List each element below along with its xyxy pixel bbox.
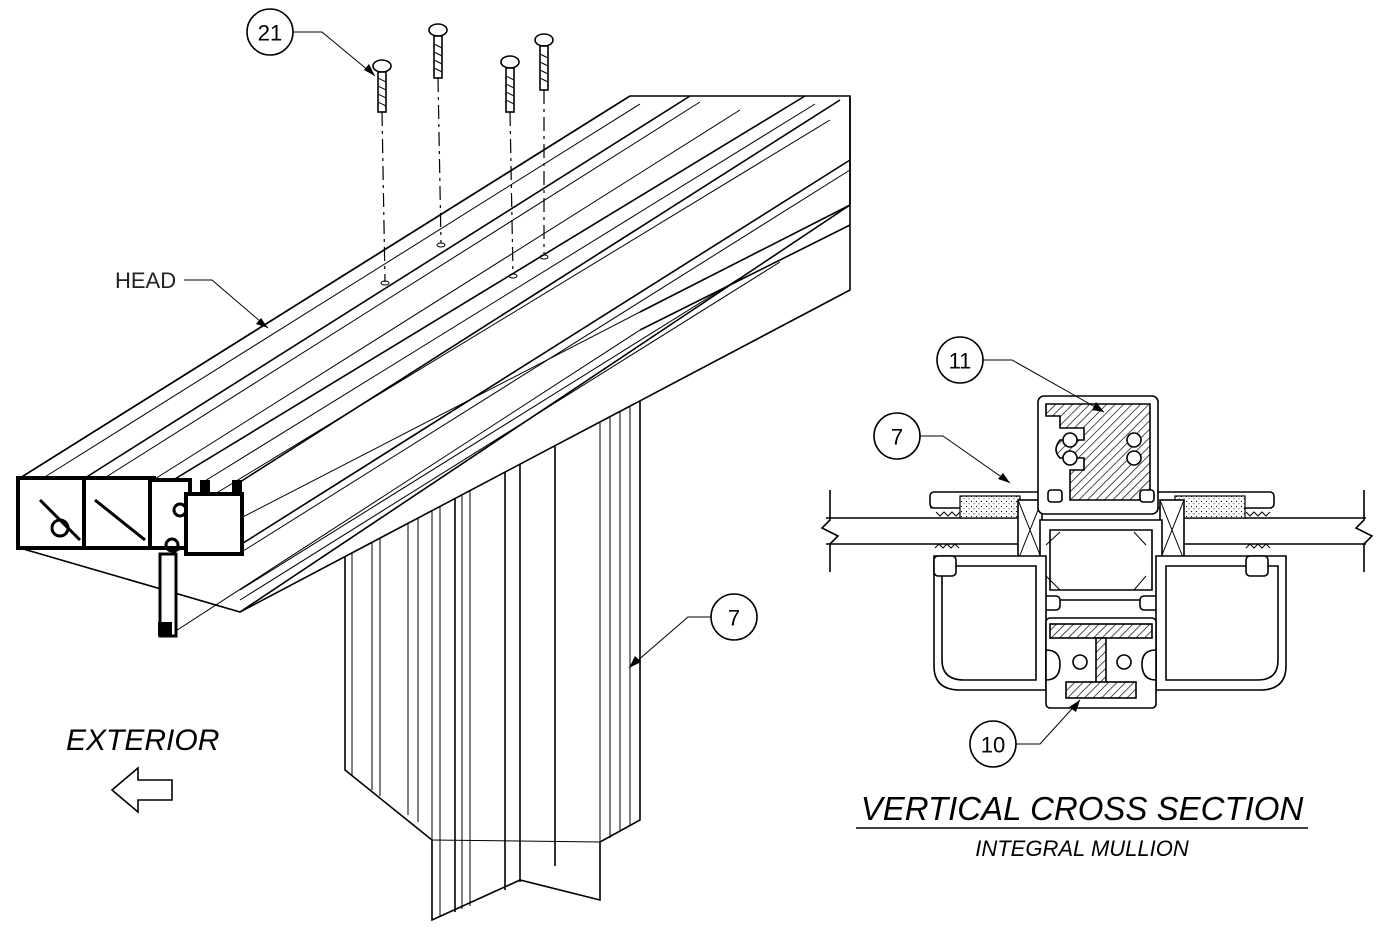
screw-icon [372,59,392,286]
section-subtitle: INTEGRAL MULLION [975,836,1189,861]
callout-head: HEAD [115,268,269,329]
callout-section-mullion-number: 7 [891,425,903,450]
head-extrusion [16,95,851,638]
interior-frames [933,555,1287,691]
exterior-label: EXTERIOR [66,724,219,757]
callout-section-bottom: 10 [969,699,1081,768]
callout-section-top: 11 [936,336,1105,413]
mullion-section [1037,395,1163,611]
callout-section-bottom-number: 10 [981,733,1005,758]
screw-icon [534,33,554,260]
screw-group [372,23,554,286]
head-end-section [16,476,244,638]
cross-section-view: 11 7 10 VERTICAL CROSS SECTION INTEGRAL … [820,336,1374,861]
callout-section-top-number: 11 [949,349,972,374]
bottom-section [1045,617,1157,709]
callout-mullion-iso: 7 [628,593,758,669]
isometric-view: 21 HEAD 7 EXTERIOR [16,8,851,922]
screw-icon [428,23,448,248]
screw-icon [500,55,520,279]
left-arrow-icon [110,766,173,814]
callout-mullion-iso-number: 7 [728,606,740,631]
head-label: HEAD [115,268,176,293]
section-title: VERTICAL CROSS SECTION [861,790,1304,827]
callout-screw-number: 21 [258,21,282,46]
callout-screw: 21 [246,8,376,77]
callout-section-mullion: 7 [873,412,1011,484]
